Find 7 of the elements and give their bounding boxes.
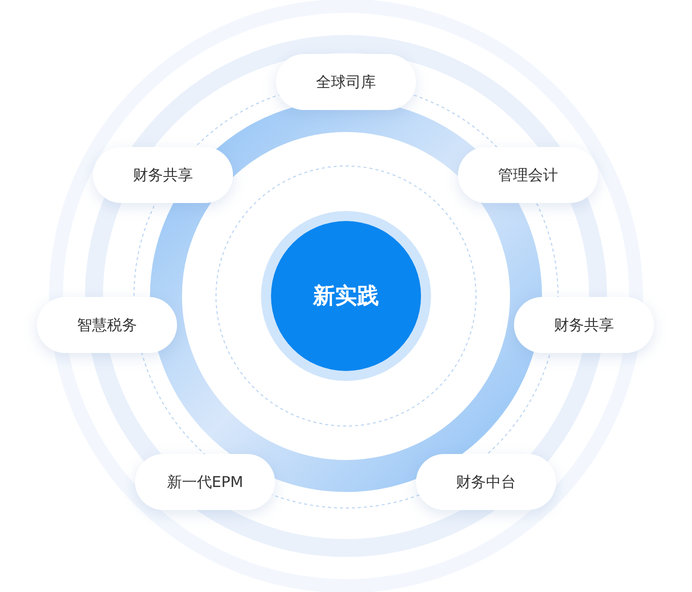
topic-pill: 全球司库 (276, 54, 416, 110)
topic-pill: 财务共享 (93, 147, 233, 203)
topic-pill: 新一代EPM (135, 454, 275, 510)
topic-pill: 财务共享 (514, 297, 654, 353)
topic-pill: 智慧税务 (37, 297, 177, 353)
topic-pill: 管理会计 (458, 147, 598, 203)
topic-pill: 财务中台 (416, 454, 556, 510)
